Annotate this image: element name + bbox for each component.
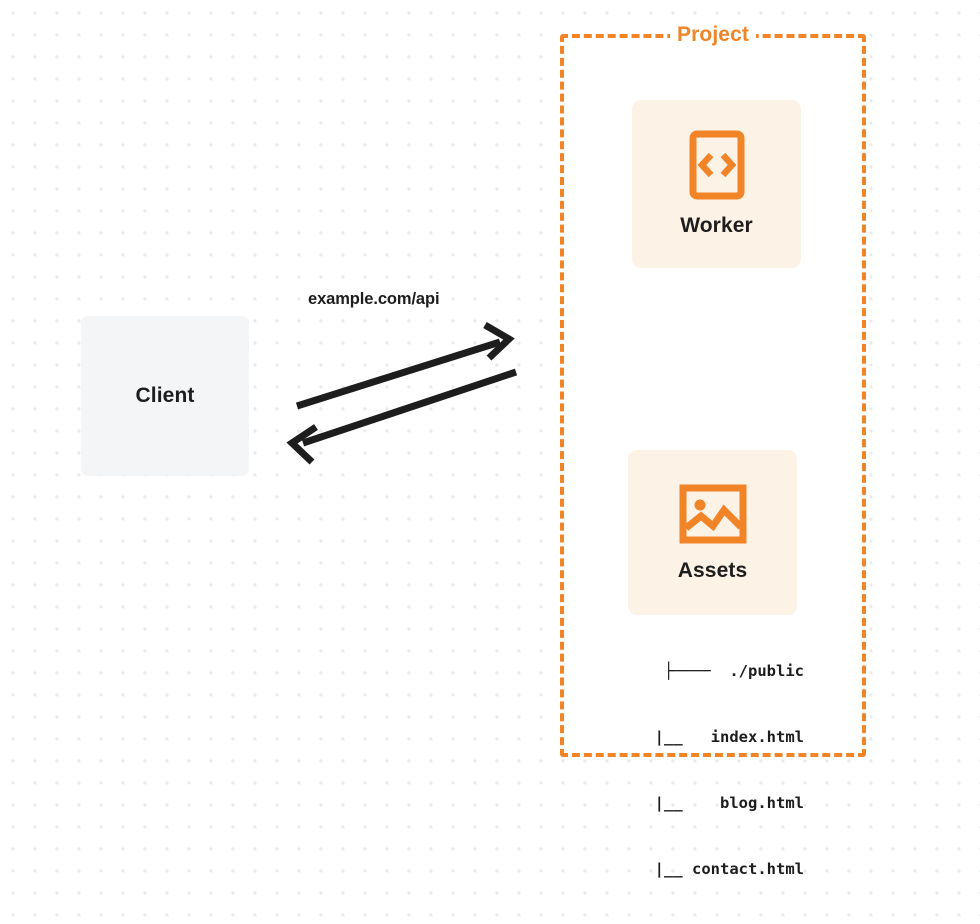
image-icon <box>679 483 747 545</box>
diagram-canvas: Client example.com/api Project Worker <box>81 23 866 878</box>
file-tree-row: |__ contact.html <box>626 860 804 878</box>
file-tree-row: ├──── ./public <box>664 662 804 680</box>
node-worker[interactable]: Worker <box>632 100 801 268</box>
code-brackets-icon <box>689 130 745 200</box>
project-group-title: Project <box>670 23 756 47</box>
connection-label: example.com/api <box>308 290 440 308</box>
node-client[interactable]: Client <box>81 316 249 476</box>
file-tree-row: |__ index.html <box>626 728 804 746</box>
response-arrow <box>286 368 518 465</box>
node-assets-label: Assets <box>677 558 748 582</box>
node-worker-label: Worker <box>680 214 753 237</box>
node-client-label: Client <box>135 384 195 407</box>
assets-file-tree: ├──── ./public |__ index.html |__ blog.h… <box>604 616 804 924</box>
file-tree-row: |__ blog.html <box>626 794 804 812</box>
request-arrow <box>295 321 515 410</box>
node-assets[interactable]: Assets <box>628 450 797 615</box>
